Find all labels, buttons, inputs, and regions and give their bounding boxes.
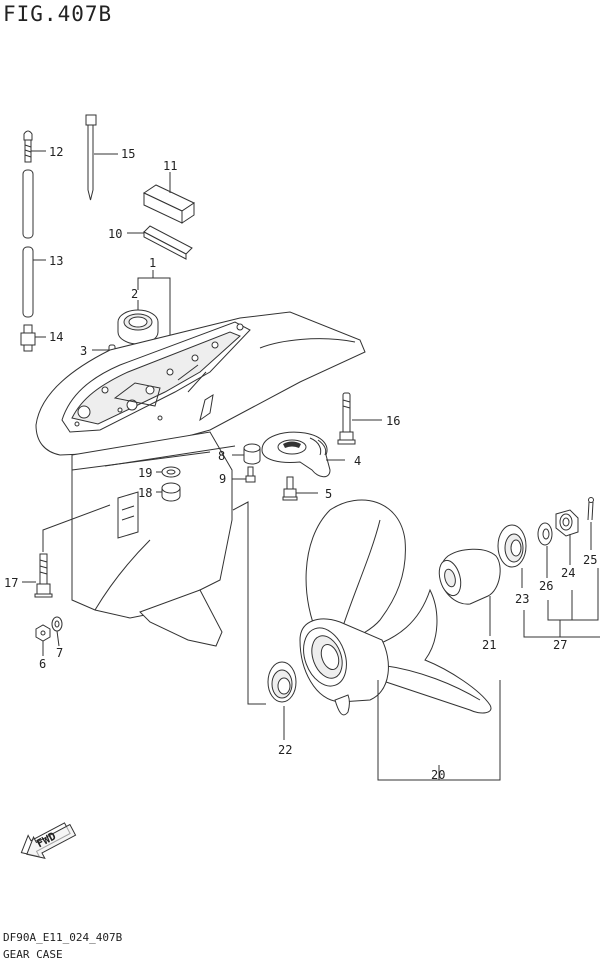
callout-4: 4 xyxy=(354,454,361,468)
part-2-bearing xyxy=(117,300,159,345)
part-7-washer xyxy=(51,616,63,647)
callout-20: 20 xyxy=(431,768,445,782)
part-20-propeller xyxy=(299,499,501,781)
part-18-nut xyxy=(156,482,181,502)
part-16-bolt xyxy=(337,392,382,445)
part-13-rod xyxy=(22,169,46,318)
part-14-fitting xyxy=(20,324,46,352)
part-27-bracket xyxy=(523,568,600,638)
forward-direction-arrow: FWD xyxy=(20,822,77,860)
callout-13: 13 xyxy=(49,254,63,268)
callout-labels: 1 2 3 4 5 6 7 8 9 10 11 12 13 14 15 16 1… xyxy=(4,145,597,782)
part-15-cable-tie xyxy=(85,114,118,201)
callout-7: 7 xyxy=(56,646,63,660)
callout-16: 16 xyxy=(386,414,400,428)
part-1-bracket xyxy=(137,270,171,378)
part-12-screw xyxy=(23,130,46,163)
part-23-spline-washer xyxy=(497,524,527,588)
callout-23: 23 xyxy=(515,592,529,606)
part-4-trim-tab xyxy=(261,431,345,478)
callout-17: 17 xyxy=(4,576,18,590)
callout-9: 9 xyxy=(219,472,226,486)
assembly-guide-lines xyxy=(232,501,266,705)
callout-6: 6 xyxy=(39,657,46,671)
part-24-castle-nut xyxy=(555,509,579,565)
figure-name: GEAR CASE xyxy=(3,948,63,961)
part-9-bolt xyxy=(232,466,256,483)
callout-10: 10 xyxy=(108,227,122,241)
gear-case-housing xyxy=(35,311,366,647)
callout-21: 21 xyxy=(482,638,496,652)
figure-title: FIG.407B xyxy=(3,2,113,26)
callout-27: 27 xyxy=(553,638,567,652)
callout-26: 26 xyxy=(539,579,553,593)
callout-19: 19 xyxy=(138,466,152,480)
callout-24: 24 xyxy=(561,566,575,580)
callout-11: 11 xyxy=(163,159,177,173)
callout-25: 25 xyxy=(583,553,597,567)
part-11-block xyxy=(142,172,196,224)
part-5-bolt xyxy=(282,476,318,501)
callout-15: 15 xyxy=(121,147,135,161)
callout-3: 3 xyxy=(80,344,87,358)
callout-2: 2 xyxy=(131,287,138,301)
part-8-collar xyxy=(232,443,261,465)
figure-code: DF90A_E11_024_407B xyxy=(3,931,123,944)
callout-5: 5 xyxy=(325,487,332,501)
part-10-plate xyxy=(127,225,193,260)
part-26-washer xyxy=(537,522,553,578)
callout-1: 1 xyxy=(149,256,156,270)
callout-14: 14 xyxy=(49,330,63,344)
callout-12: 12 xyxy=(49,145,63,159)
callout-8: 8 xyxy=(218,449,225,463)
part-21-spacer xyxy=(438,548,501,636)
part-25-cotter-pin xyxy=(587,497,594,550)
part-19-washer xyxy=(156,466,181,478)
callout-18: 18 xyxy=(138,486,152,500)
part-17-bolt xyxy=(22,504,111,598)
part-6-nut xyxy=(35,624,51,656)
callout-22: 22 xyxy=(278,743,292,757)
part-22-thrust-washer xyxy=(267,661,297,740)
